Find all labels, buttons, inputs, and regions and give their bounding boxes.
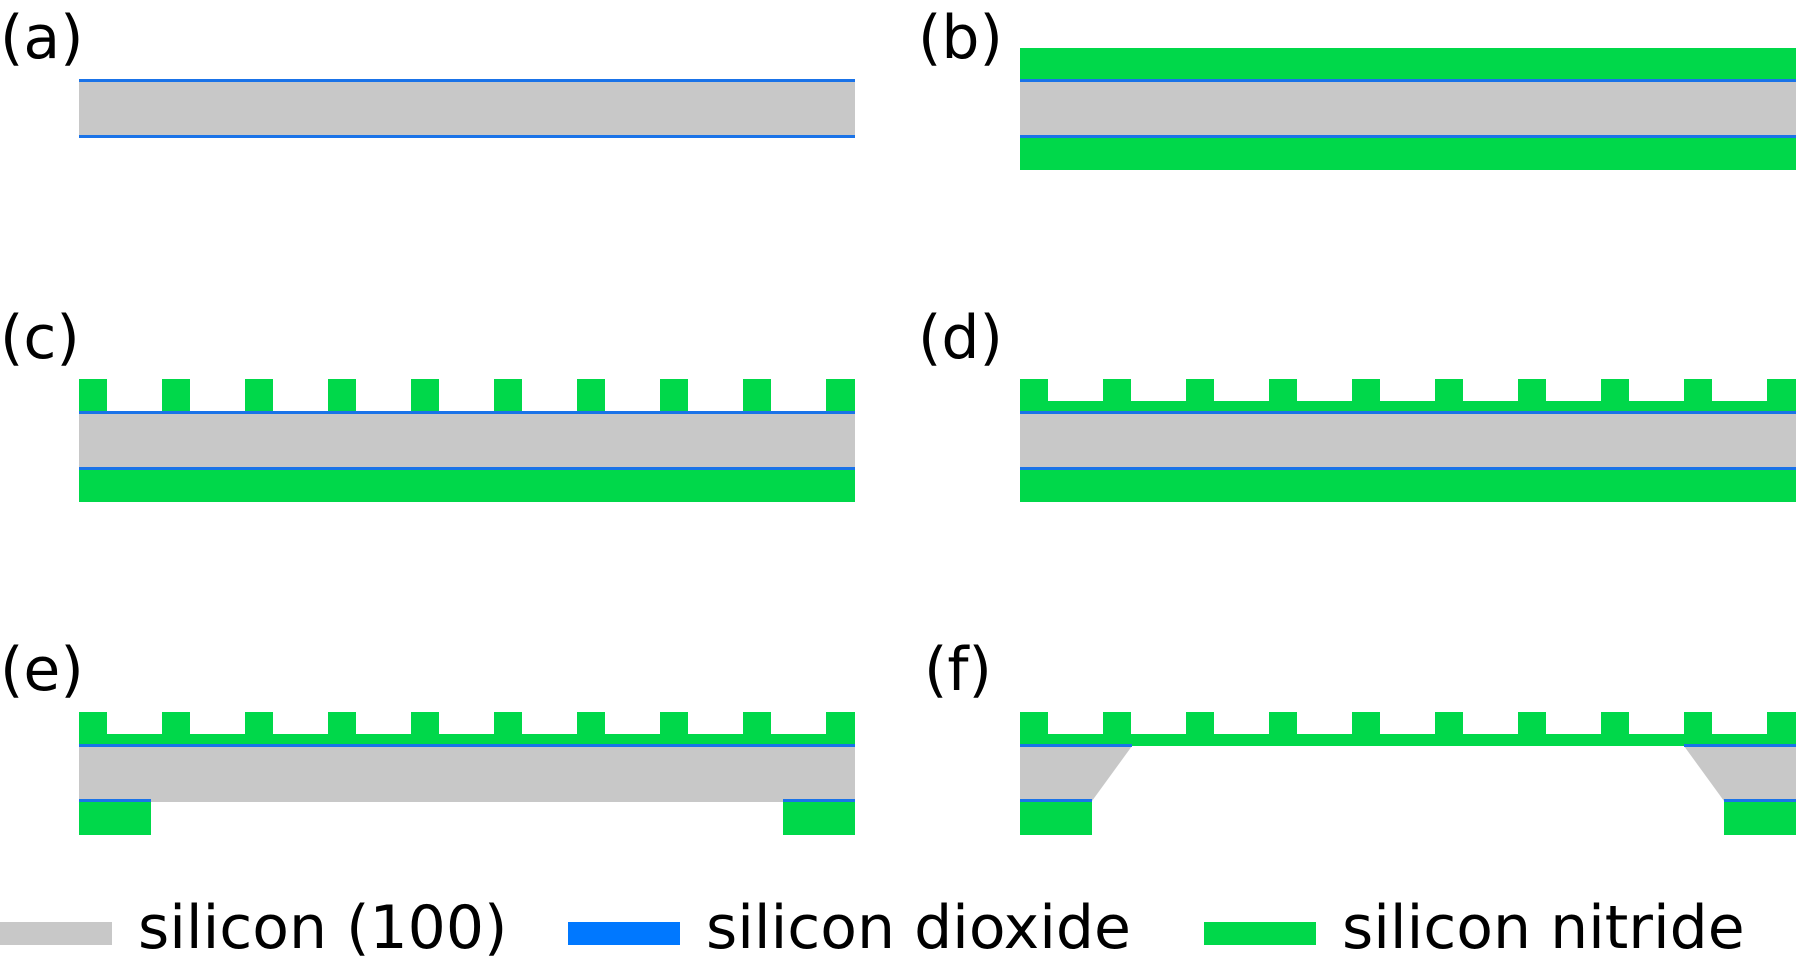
panel-label-d: (d): [918, 303, 1003, 373]
panel-b: (b): [918, 3, 1796, 170]
oxide-top: [1020, 411, 1796, 414]
nitride-bottom-right: [1724, 801, 1796, 835]
oxide-bottom-left: [1020, 799, 1092, 802]
panel-label-e: (e): [0, 635, 84, 705]
nitride-bottom: [1020, 137, 1796, 170]
nitride-thin-top: [1020, 401, 1796, 413]
nitride-thin-top: [79, 734, 855, 746]
panel-c: (c): [0, 303, 855, 502]
oxide-top: [79, 744, 855, 747]
nitride-membrane: [1020, 734, 1796, 746]
legend-label-nitride: silicon nitride: [1342, 893, 1745, 963]
nitride-bottom-left: [1020, 801, 1092, 835]
silicon-layer: [79, 746, 855, 802]
nitride-bottom-left: [79, 801, 151, 835]
oxide-top: [79, 411, 855, 414]
oxide-bottom-right: [783, 799, 855, 802]
legend-swatch-oxide: [568, 922, 680, 945]
oxide-bottom: [79, 467, 855, 470]
panel-f: (f): [924, 635, 1796, 835]
silicon-frame-left: [1020, 746, 1132, 801]
panel-label-b: (b): [918, 3, 1003, 73]
silicon-frame-right: [1684, 746, 1796, 801]
panel-label-f: (f): [924, 635, 992, 705]
legend-label-oxide: silicon dioxide: [706, 893, 1131, 963]
oxide-bottom-right: [1724, 799, 1796, 802]
silicon-layer: [79, 81, 855, 137]
oxide-top: [79, 79, 855, 82]
silicon-layer: [1020, 413, 1796, 469]
legend-swatch-silicon: [0, 922, 112, 945]
panel-label-a: (a): [0, 3, 84, 73]
panel-a: (a): [0, 3, 855, 138]
legend: silicon (100) silicon dioxide silicon ni…: [0, 893, 1745, 963]
oxide-bottom: [1020, 135, 1796, 138]
legend-label-silicon: silicon (100): [138, 893, 507, 963]
nitride-top: [1020, 48, 1796, 81]
oxide-top-left: [1020, 744, 1132, 747]
panel-d: (d): [918, 303, 1796, 502]
nitride-bottom: [1020, 469, 1796, 502]
silicon-layer: [1020, 81, 1796, 137]
panel-e: (e): [0, 635, 855, 835]
nitride-bottom-right: [783, 801, 855, 835]
oxide-bottom-left: [79, 799, 151, 802]
oxide-bottom: [79, 135, 855, 138]
oxide-bottom: [1020, 467, 1796, 470]
nitride-bottom: [79, 469, 855, 502]
nitride-pillars: [79, 379, 855, 413]
oxide-top: [1020, 79, 1796, 82]
panel-label-c: (c): [0, 303, 80, 373]
oxide-top-right: [1684, 744, 1796, 747]
silicon-layer: [79, 413, 855, 469]
legend-swatch-nitride: [1204, 922, 1316, 945]
